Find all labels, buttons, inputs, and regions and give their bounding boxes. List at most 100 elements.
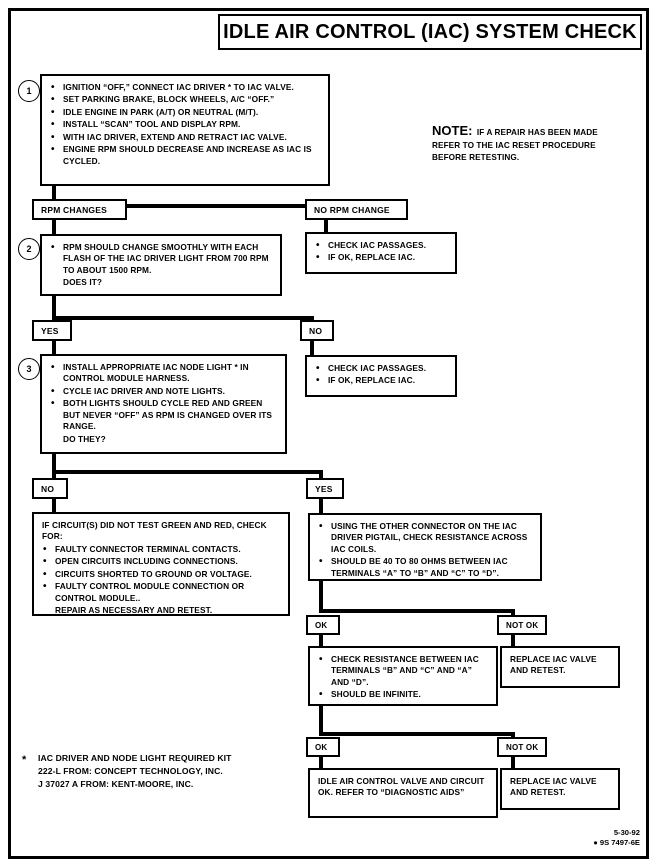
no-branch-result-box: CHECK IAC PASSAGES. IF OK, REPLACE IAC. xyxy=(305,355,457,397)
connector-step2-horizontal xyxy=(52,316,314,320)
connector-step2-down xyxy=(52,296,56,320)
footnote-line-2: 222-L FROM: CONCEPT TECHNOLOGY, INC. xyxy=(38,765,223,776)
footnote: * IAC DRIVER AND NODE LIGHT REQUIRED KIT… xyxy=(22,752,312,791)
circuit-fault-box: IF CIRCUIT(S) DID NOT TEST GREEN AND RED… xyxy=(32,512,290,616)
connector-no2-down xyxy=(52,499,56,513)
connector-ok1-down xyxy=(319,635,323,647)
branch-label-text: NO xyxy=(309,325,323,336)
list-item: FAULTY CONTROL MODULE CONNECTION OR CONT… xyxy=(42,580,280,604)
circuit-fault-bullets: FAULTY CONNECTOR TERMINAL CONTACTS. OPEN… xyxy=(42,543,280,604)
list-item: SET PARKING BRAKE, BLOCK WHEELS, A/C “OF… xyxy=(50,93,320,107)
list-item: BOTH LIGHTS SHOULD CYCLE RED AND GREEN B… xyxy=(50,397,277,432)
branch-label-no-1: NO xyxy=(300,320,334,341)
list-item: CIRCUITS SHORTED TO GROUND OR VOLTAGE. xyxy=(42,568,280,582)
connector-to-not-ok-1 xyxy=(511,609,515,619)
step-2-question: DOES IT? xyxy=(63,277,103,288)
list-item: USING THE OTHER CONNECTOR ON THE IAC DRI… xyxy=(318,520,532,555)
branch-label-text: OK xyxy=(315,620,328,630)
list-item: SHOULD BE INFINITE. xyxy=(318,688,488,702)
resistance-check-bullets: USING THE OTHER CONNECTOR ON THE IAC DRI… xyxy=(318,520,532,579)
branch-label-yes-2: YES xyxy=(306,478,344,499)
branch-label-text: RPM CHANGES xyxy=(41,204,107,215)
branch-label-text: NO xyxy=(41,483,55,494)
step-number-3: 3 xyxy=(18,358,40,380)
branch-label-not-ok-1: NOT OK xyxy=(497,615,547,635)
document-id: 5-30-92 ● 9S 7497-6E xyxy=(500,828,648,849)
replace-valve-2-line-1: REPLACE IAC VALVE xyxy=(510,776,597,786)
step-number-3-text: 3 xyxy=(26,364,32,374)
final-ok-box: IDLE AIR CONTROL VALVE AND CIRCUIT OK. R… xyxy=(308,768,498,818)
connector-step3-down xyxy=(52,454,56,480)
step-3-bullets: INSTALL APPROPRIATE IAC NODE LIGHT * IN … xyxy=(50,361,277,433)
no-rpm-result-box: CHECK IAC PASSAGES. IF OK, REPLACE IAC. xyxy=(305,232,457,274)
connector-not-ok2-down xyxy=(511,757,515,769)
note-block: NOTE: IF A REPAIR HAS BEEN MADE REFER TO… xyxy=(432,122,632,164)
connector-rpm-changes-down xyxy=(52,220,56,236)
connector-no-rpm-down xyxy=(324,220,328,232)
note-body: REFER TO THE IAC RESET PROCEDURE BEFORE … xyxy=(432,141,596,162)
page-title-text: IDLE AIR CONTROL (IAC) SYSTEM CHECK xyxy=(223,20,637,43)
replace-valve-1-line-2: AND RETEST. xyxy=(510,665,566,676)
circuit-fault-intro: IF CIRCUIT(S) DID NOT TEST GREEN AND RED… xyxy=(42,520,267,542)
footnote-line-1: IAC DRIVER AND NODE LIGHT REQUIRED KIT xyxy=(38,753,232,763)
connector-step1-horizontal xyxy=(52,204,328,208)
footnote-marker: * xyxy=(22,754,27,766)
infinite-check-bullets: CHECK RESISTANCE BETWEEN IAC TERMINALS “… xyxy=(318,653,488,703)
connector-resistance-horizontal xyxy=(319,609,515,613)
list-item: FAULTY CONNECTOR TERMINAL CONTACTS. xyxy=(42,543,280,557)
step-number-1-text: 1 xyxy=(26,86,32,96)
replace-valve-box-1: REPLACE IAC VALVE AND RETEST. xyxy=(500,646,620,688)
branch-label-not-ok-2: NOT OK xyxy=(497,737,547,757)
connector-final-horizontal xyxy=(319,732,515,736)
list-item: IF OK, REPLACE IAC. xyxy=(315,374,447,388)
branch-label-ok-2: OK xyxy=(306,737,340,757)
document-date: 5-30-92 xyxy=(613,828,640,837)
connector-no1-down xyxy=(310,341,314,355)
branch-label-text: OK xyxy=(315,742,328,752)
list-item: CHECK IAC PASSAGES. xyxy=(315,362,447,376)
page-title: IDLE AIR CONTROL (IAC) SYSTEM CHECK xyxy=(218,14,642,50)
note-heading: NOTE: xyxy=(432,123,473,138)
list-item: ENGINE RPM SHOULD DECREASE AND INCREASE … xyxy=(50,143,320,167)
step-3-box: INSTALL APPROPRIATE IAC NODE LIGHT * IN … xyxy=(40,354,287,454)
step-2-box: RPM SHOULD CHANGE SMOOTHLY WITH EACH FLA… xyxy=(40,234,282,296)
circuit-fault-closing: REPAIR AS NECESSARY AND RETEST. xyxy=(55,605,213,616)
replace-valve-box-2: REPLACE IAC VALVE AND RETEST. xyxy=(500,768,620,810)
list-item: CHECK IAC PASSAGES. xyxy=(315,239,447,253)
list-item: INSTALL APPROPRIATE IAC NODE LIGHT * IN … xyxy=(50,361,277,385)
branch-label-text: YES xyxy=(315,483,333,494)
list-item: INSTALL “SCAN” TOOL AND DISPLAY RPM. xyxy=(50,118,320,132)
list-item: OPEN CIRCUITS INCLUDING CONNECTIONS. xyxy=(42,555,280,569)
branch-label-rpm-changes: RPM CHANGES xyxy=(32,199,127,220)
branch-label-text: NOT OK xyxy=(506,620,539,630)
infinite-check-box: CHECK RESISTANCE BETWEEN IAC TERMINALS “… xyxy=(308,646,498,706)
connector-yes1-down xyxy=(52,341,56,355)
no-branch-result-bullets: CHECK IAC PASSAGES. IF OK, REPLACE IAC. xyxy=(315,362,447,389)
connector-step1-down xyxy=(52,186,56,208)
list-item: SHOULD BE 40 TO 80 OHMS BETWEEN IAC TERM… xyxy=(318,555,532,579)
note-line-1: IF A REPAIR HAS BEEN MADE xyxy=(476,128,598,137)
branch-label-text: YES xyxy=(41,325,59,336)
connector-infinite-down xyxy=(319,706,323,736)
connector-to-not-ok-2 xyxy=(511,732,515,740)
replace-valve-2-line-2: AND RETEST. xyxy=(510,787,566,798)
list-item: RPM SHOULD CHANGE SMOOTHLY WITH EACH FLA… xyxy=(50,241,272,276)
connector-to-yes-2 xyxy=(319,470,323,482)
connector-step3-horizontal xyxy=(52,470,323,474)
step-number-1: 1 xyxy=(18,80,40,102)
no-rpm-result-bullets: CHECK IAC PASSAGES. IF OK, REPLACE IAC. xyxy=(315,239,447,266)
step-number-2-text: 2 xyxy=(26,244,32,254)
list-item: IDLE ENGINE IN PARK (A/T) OR NEUTRAL (M/… xyxy=(50,106,320,120)
list-item: IGNITION “OFF,” CONNECT IAC DRIVER * TO … xyxy=(50,81,320,95)
connector-ok2-down xyxy=(319,757,323,769)
branch-label-no-rpm-change: NO RPM CHANGE xyxy=(305,199,408,220)
branch-label-no-2: NO xyxy=(32,478,68,499)
document-code: ● 9S 7497-6E xyxy=(593,838,640,848)
connector-yes2-down xyxy=(319,499,323,513)
replace-valve-1-line-1: REPLACE IAC VALVE xyxy=(510,654,597,664)
branch-label-text: NOT OK xyxy=(506,742,539,752)
list-item: CHECK RESISTANCE BETWEEN IAC TERMINALS “… xyxy=(318,653,488,688)
resistance-check-box: USING THE OTHER CONNECTOR ON THE IAC DRI… xyxy=(308,513,542,581)
list-item: CYCLE IAC DRIVER AND NOTE LIGHTS. xyxy=(50,385,277,399)
